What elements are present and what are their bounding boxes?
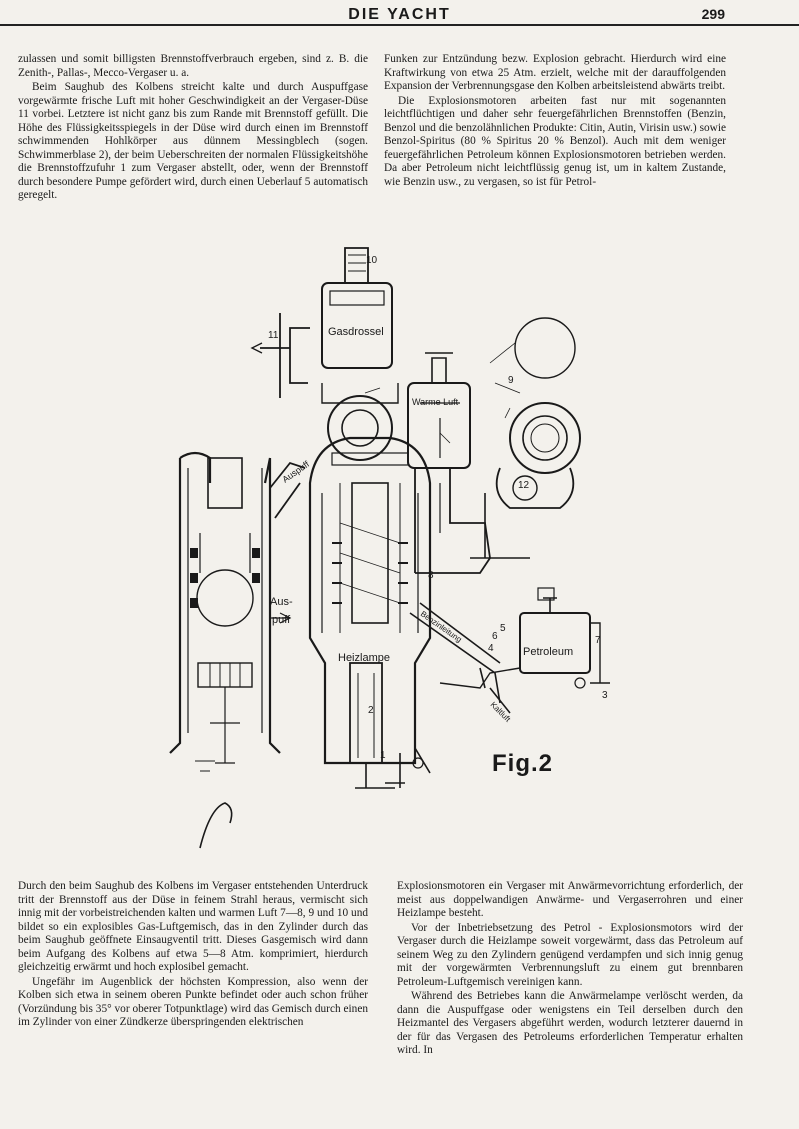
petroleum-tank — [439, 587, 610, 689]
warm-air-unit — [407, 352, 491, 574]
column-bottom-right: Explosionsmotoren ein Vergaser mit Anwär… — [397, 880, 743, 1058]
label-n10: 10 — [366, 255, 378, 266]
label-n11: 11 — [268, 330, 279, 341]
paragraph: Funken zur Entzündung bezw. Explosion ge… — [384, 53, 726, 92]
paragraph: Beim Saughub des Kolbens streicht kalte … — [18, 81, 368, 201]
paragraph: Explosionsmotoren ein Vergaser mit Anwär… — [397, 880, 743, 919]
label-gasdrossel: Gasdrossel — [328, 326, 384, 338]
label-n7: 7 — [595, 635, 601, 646]
leader-lines — [364, 342, 521, 444]
label-auspuff-side-1: Aus- — [270, 596, 293, 608]
column-top-left: zulassen und somit billigsten Brennstoff… — [18, 53, 368, 203]
label-n1: 1 — [380, 750, 386, 761]
label-warme-luft: Warme Luft — [412, 397, 459, 407]
label-n9: 9 — [508, 375, 514, 386]
paragraph: zulassen und somit billigsten Brennstoff… — [18, 53, 368, 79]
paragraph: Vor der Inbetriebsetzung des Petrol - Ex… — [397, 921, 743, 988]
paragraph: Die Explosionsmotoren arbeiten fast nur … — [384, 94, 726, 188]
label-n2: 2 — [368, 705, 374, 716]
paragraph: Ungefähr im Augenblick der höchsten Komp… — [18, 975, 368, 1029]
label-n6: 6 — [492, 631, 498, 642]
paragraph: Durch den beim Saughub des Kolbens im Ve… — [18, 880, 368, 973]
label-n5: 5 — [500, 623, 506, 634]
label-n3: 3 — [602, 690, 608, 701]
benzin-line — [409, 602, 511, 714]
label-auspuff-side-2: puff — [272, 614, 291, 626]
label-n4: 4 — [488, 643, 494, 654]
figure-caption: Fig.2 — [492, 750, 554, 777]
label-auspuff-top: Auspuff — [280, 459, 311, 485]
label-petroleum: Petroleum — [523, 646, 573, 658]
column-top-right: Funken zur Entzündung bezw. Explosion ge… — [384, 53, 726, 189]
page-header: DIE YACHT 299 — [0, 0, 799, 26]
carburetor-technical-drawing: Gasdrossel Warme Luft Auspuff Aus- puff … — [169, 247, 610, 849]
paragraph: Während des Betriebes kann die Anwärmela… — [397, 990, 743, 1056]
column-bottom-left: Durch den beim Saughub des Kolbens im Ve… — [18, 880, 368, 1030]
label-n12: 12 — [518, 480, 530, 491]
central-engine-column — [250, 247, 432, 789]
label-n8: 8 — [428, 570, 434, 581]
page-number: 299 — [701, 6, 725, 22]
left-cylinder-section — [169, 451, 306, 849]
label-heizlampe: Heizlampe — [338, 652, 390, 664]
label-benzinleitung: Benzinleitung — [419, 609, 464, 644]
magazine-title: DIE YACHT — [348, 6, 451, 23]
gear-assembly — [470, 317, 581, 559]
